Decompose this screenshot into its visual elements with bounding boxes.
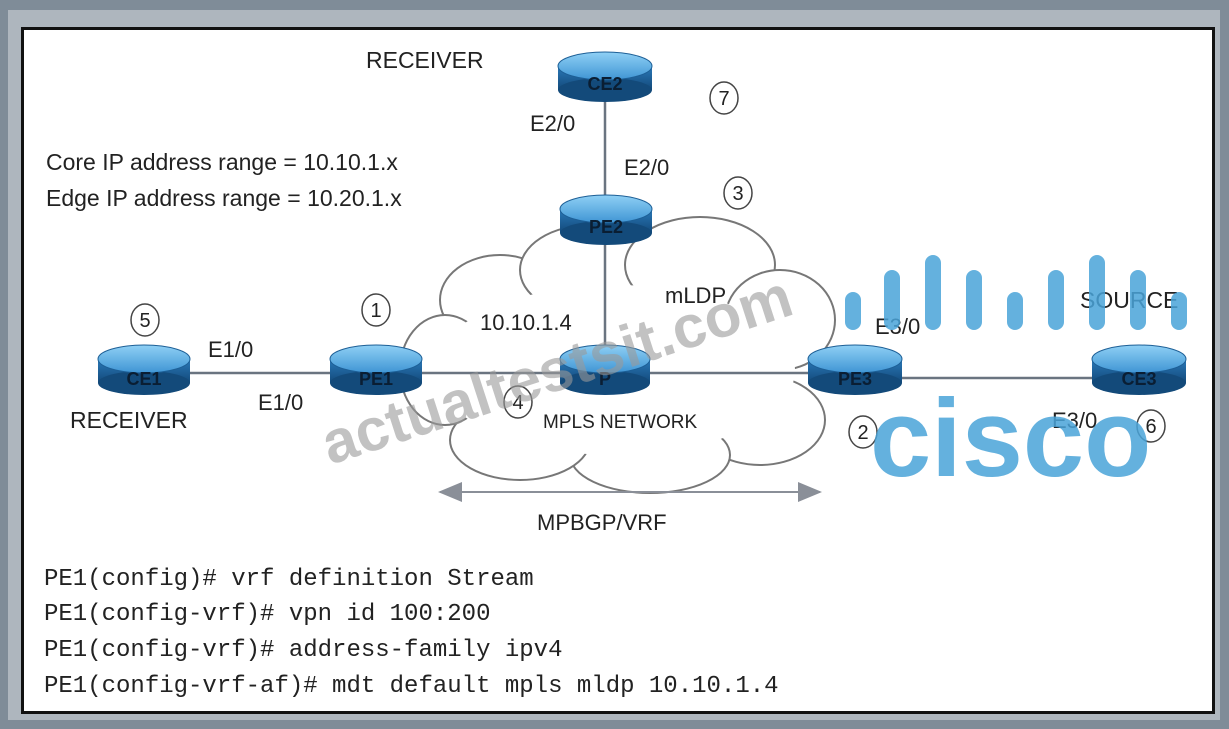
- router-label-p: P: [599, 369, 611, 389]
- router-label-ce2: CE2: [587, 74, 622, 94]
- config-line-1: PE1(config)# vrf definition Stream: [44, 566, 534, 593]
- router-ce2: CE2: [557, 51, 653, 102]
- cisco-logo-watermark: cisco: [845, 255, 1187, 500]
- router-pe3: PE3: [807, 344, 903, 395]
- marker-2: 2: [848, 415, 878, 449]
- mpls-network-label: MPLS NETWORK: [543, 412, 697, 433]
- config-line-3: PE1(config-vrf)# address-family ipv4: [44, 637, 563, 664]
- mpbgp-vrf-label: MPBGP/VRF: [537, 510, 667, 535]
- links: [185, 95, 1095, 380]
- marker-6: 6: [1136, 409, 1166, 443]
- router-label-pe1: PE1: [359, 369, 393, 389]
- marker-1: 1: [361, 293, 391, 327]
- marker-5-label: 5: [139, 310, 150, 332]
- marker-7-label: 7: [718, 88, 729, 110]
- marker-1-label: 1: [370, 300, 381, 322]
- router-pe1: PE1: [329, 344, 423, 395]
- ce3-interface-label: E3/0: [1052, 408, 1097, 433]
- receiver-left-label: RECEIVER: [70, 407, 188, 433]
- p-address-label: 10.10.1.4: [480, 310, 572, 335]
- router-ce1: CE1: [97, 344, 191, 395]
- marker-5: 5: [130, 303, 160, 337]
- marker-6-label: 6: [1145, 416, 1156, 438]
- router-label-ce1: CE1: [126, 369, 161, 389]
- router-ce3: CE3: [1091, 344, 1187, 395]
- marker-3: 3: [723, 176, 753, 210]
- config-line-2: PE1(config-vrf)# vpn id 100:200: [44, 601, 491, 628]
- marker-7: 7: [709, 81, 739, 115]
- router-p: P: [559, 344, 651, 395]
- receiver-top-label: RECEIVER: [366, 47, 484, 73]
- core-range-note: Core IP address range = 10.10.1.x: [46, 149, 398, 175]
- ce1-interface-label: E1/0: [208, 337, 253, 362]
- router-label-ce3: CE3: [1121, 369, 1156, 389]
- ce2-interface-label: E2/0: [530, 111, 575, 136]
- router-pe2: PE2: [559, 194, 653, 245]
- edge-range-note: Edge IP address range = 10.20.1.x: [46, 185, 402, 211]
- marker-4-label: 4: [512, 392, 523, 414]
- svg-text:cisco: cisco: [870, 377, 1151, 500]
- router-label-pe3: PE3: [838, 369, 872, 389]
- router-label-pe2: PE2: [589, 217, 623, 237]
- pe1-interface-label: E1/0: [258, 390, 303, 415]
- pe2-interface-label: E2/0: [624, 155, 669, 180]
- step-markers: 1 2 3 4 5 6 7: [130, 81, 1166, 449]
- marker-4: 4: [503, 385, 533, 419]
- marker-2-label: 2: [857, 422, 868, 444]
- config-line-4: PE1(config-vrf-af)# mdt default mpls mld…: [44, 673, 779, 700]
- marker-3-label: 3: [732, 183, 743, 205]
- mldp-label: mLDP: [665, 283, 726, 308]
